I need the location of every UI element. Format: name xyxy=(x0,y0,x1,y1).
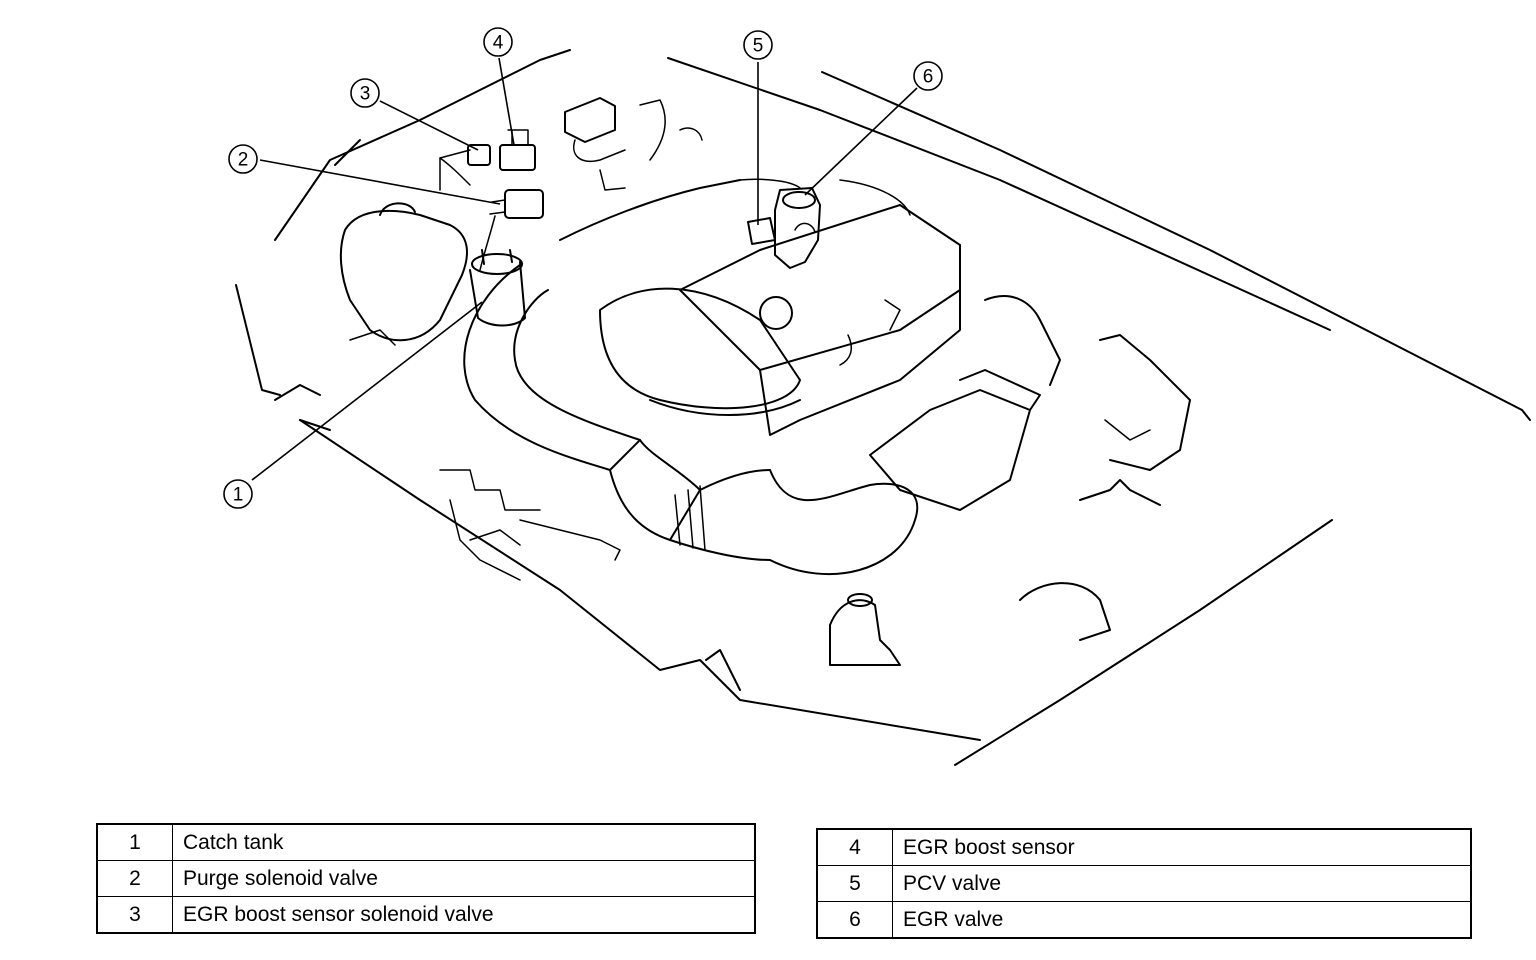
callout-3: 3 xyxy=(350,78,380,108)
callout-5: 5 xyxy=(743,30,773,60)
leader-line-4 xyxy=(498,57,515,146)
legend-row: 5 PCV valve xyxy=(816,865,1472,902)
legend-number: 4 xyxy=(816,828,893,866)
callout-2: 2 xyxy=(228,144,258,174)
legend-row: 4 EGR boost sensor xyxy=(816,828,1472,866)
leader-line-3 xyxy=(379,100,479,151)
legend-number: 2 xyxy=(96,860,173,897)
legend-row: 2 Purge solenoid valve xyxy=(96,860,756,897)
legend-number: 3 xyxy=(96,896,173,934)
callout-5-number: 5 xyxy=(753,36,764,57)
callout-1: 1 xyxy=(223,479,253,509)
legend-table-right: 4 EGR boost sensor 5 PCV valve 6 EGR val… xyxy=(816,828,1472,939)
engine-bay-art xyxy=(235,49,1531,766)
leader-line-1 xyxy=(251,301,483,481)
callout-4-number: 4 xyxy=(493,33,504,54)
legend-row: 1 Catch tank xyxy=(96,823,756,861)
legend-label: PCV valve xyxy=(892,865,1472,902)
leader-lines xyxy=(251,57,918,481)
legend-label: Purge solenoid valve xyxy=(172,860,756,897)
legend-number: 1 xyxy=(96,823,173,861)
legend-row: 3 EGR boost sensor solenoid valve xyxy=(96,896,756,934)
callout-6-number: 6 xyxy=(923,67,934,88)
legend-number: 6 xyxy=(816,901,893,939)
legend-row: 6 EGR valve xyxy=(816,901,1472,939)
engine-bay-diagram: 1 2 3 4 5 6 xyxy=(223,27,1531,766)
legend-label: EGR valve xyxy=(892,901,1472,939)
legend-number: 5 xyxy=(816,865,893,902)
legend-label: Catch tank xyxy=(172,823,756,861)
callout-6: 6 xyxy=(913,61,943,91)
callout-4: 4 xyxy=(483,27,513,57)
callout-2-number: 2 xyxy=(238,150,249,171)
callout-3-number: 3 xyxy=(360,84,371,105)
legend-table-left: 1 Catch tank 2 Purge solenoid valve 3 EG… xyxy=(96,823,756,934)
leader-line-6 xyxy=(804,87,918,196)
callout-1-number: 1 xyxy=(233,485,244,506)
leader-line-2 xyxy=(259,159,501,205)
legend-label: EGR boost sensor xyxy=(892,828,1472,866)
legend-label: EGR boost sensor solenoid valve xyxy=(172,896,756,934)
